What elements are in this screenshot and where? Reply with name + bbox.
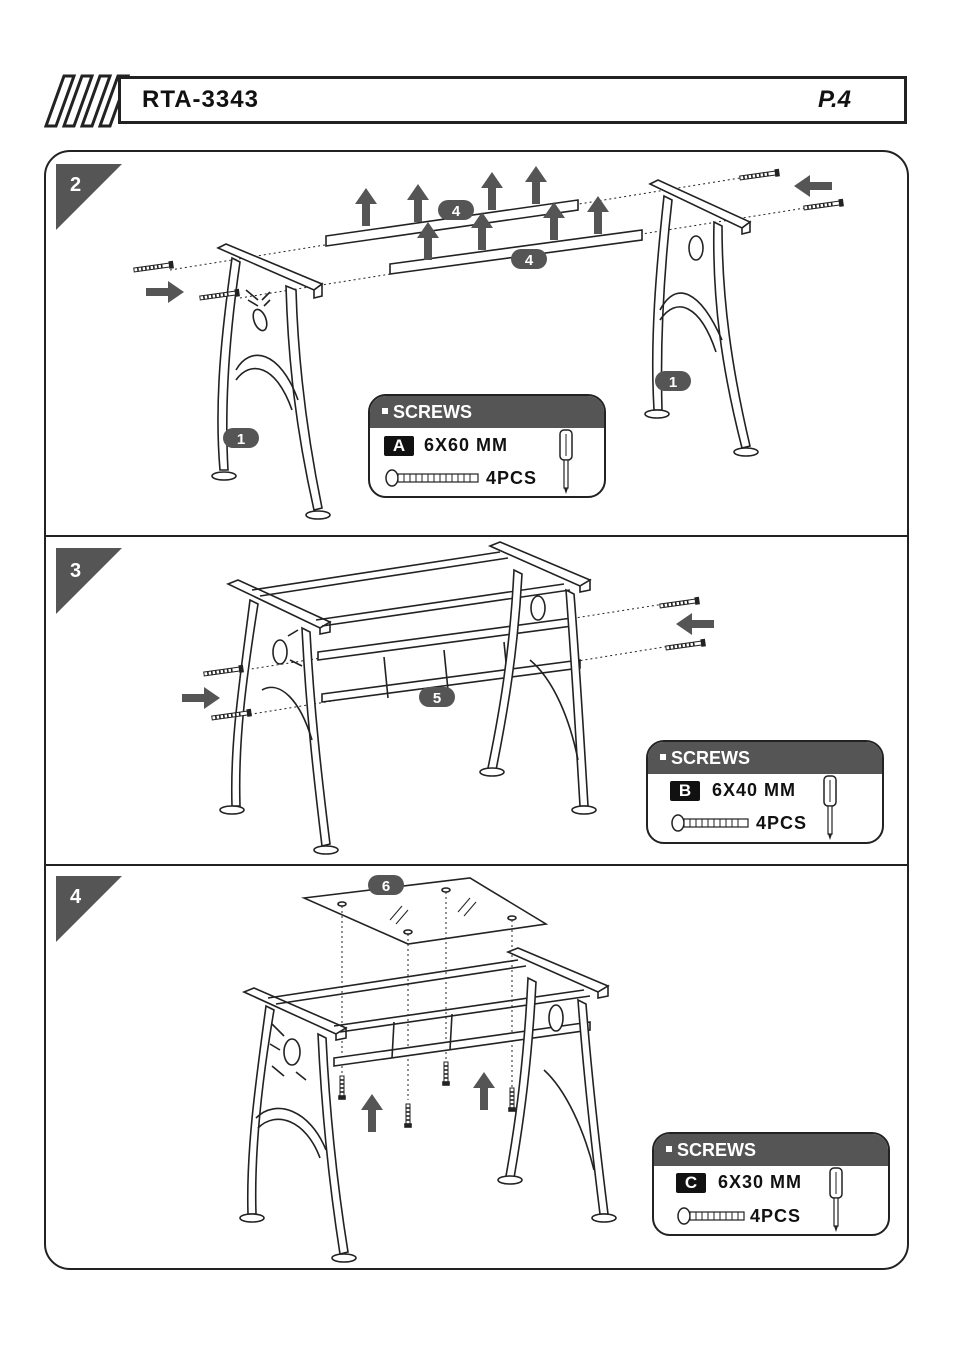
header-bar — [118, 76, 907, 124]
screw-qty: 4PCS — [750, 1206, 802, 1226]
instruction-frame — [44, 150, 909, 1270]
page-number: P.4 — [818, 86, 851, 113]
screw-size: 6X60 MM — [424, 435, 509, 455]
screw-size: 6X40 MM — [712, 780, 797, 800]
step4-part-labels: 6 — [368, 875, 404, 895]
screws-box-header: SCREWS — [654, 1134, 888, 1166]
screw-icon — [385, 469, 479, 487]
screwdriver-icon — [559, 429, 573, 494]
part-label: 4 — [525, 252, 534, 269]
screw-icon — [677, 1207, 745, 1225]
step2-part-labels: 4 4 1 1 — [223, 200, 691, 448]
screw-letter: C — [676, 1173, 706, 1193]
screws-box-header: SCREWS — [648, 742, 882, 774]
step4-drawing — [239, 877, 617, 1263]
step-badge-2 — [56, 164, 122, 230]
step4-arrows — [361, 1072, 495, 1132]
screws-box-header: SCREWS — [370, 396, 604, 428]
screwdriver-icon — [823, 775, 837, 840]
screw-qty: 4PCS — [756, 813, 808, 833]
step-number: 4 — [70, 886, 82, 908]
step-badge-4 — [56, 876, 122, 942]
step-badge-3 — [56, 548, 122, 614]
screw-qty: 4PCS — [486, 468, 538, 488]
step3-part-labels: 5 — [419, 687, 455, 707]
part-label: 4 — [452, 203, 461, 220]
screw-letter: B — [670, 781, 700, 801]
part-label: 1 — [669, 374, 677, 391]
screw-icon — [671, 814, 749, 832]
part-label: 6 — [382, 878, 390, 895]
model-number: RTA-3343 — [142, 86, 259, 113]
part-label: 5 — [433, 690, 441, 707]
step3-drawing — [202, 541, 706, 855]
step-divider — [46, 864, 907, 866]
step2-arrows — [146, 166, 832, 303]
step-number: 2 — [70, 174, 82, 196]
part-label: 1 — [237, 431, 245, 448]
screw-letter: A — [384, 436, 414, 456]
screwdriver-icon — [829, 1167, 843, 1232]
screw-size: 6X30 MM — [718, 1172, 803, 1192]
step-number: 3 — [70, 560, 82, 582]
step-divider — [46, 535, 907, 537]
